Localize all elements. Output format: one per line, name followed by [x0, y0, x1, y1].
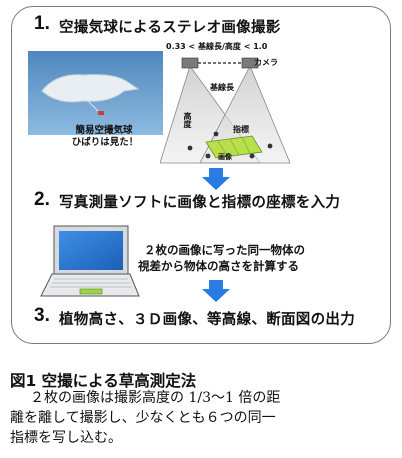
step-2-number: 2.: [34, 189, 50, 210]
step-2-note-1: ２枚の画像に写った同一物体の: [144, 243, 305, 257]
balloon-photo: [28, 51, 163, 135]
camera-label: カメラ: [254, 58, 278, 67]
caption-line-3: 指標を写し込む。: [10, 430, 122, 446]
stereo-camera-diagram: [160, 57, 291, 164]
step-1-text: 空撮気球によるステレオ画像撮影: [59, 20, 281, 36]
marker-label: 指標: [233, 125, 249, 134]
caption-line-2: 離を離して撮影し、少なくとも６つの同一: [10, 410, 276, 426]
right-camera-icon: [241, 57, 259, 69]
right-view-cone: [199, 65, 291, 164]
balloon-caption-2: ひばりは見た！: [71, 137, 139, 148]
balloon-caption-1: 簡易空撮気球: [75, 125, 133, 136]
down-arrow-icon-2: [202, 280, 230, 302]
step-2-note-2: 視差から物体の高さを計算する: [138, 259, 299, 273]
figure-title: 図1 空撮による草高測定法: [10, 372, 197, 390]
left-camera-icon: [181, 57, 199, 69]
step-3-text: 植物高さ、３Ｄ画像、等高線、断面図の出力: [59, 312, 355, 328]
step-3-number: 3.: [34, 305, 50, 326]
camera-rig-icon: [98, 111, 104, 115]
area-label: 画像: [218, 153, 232, 161]
laptop-icon: [40, 225, 140, 297]
caption-line-1: ２枚の画像は撮影高度の 1/3～1 倍の距: [30, 390, 281, 406]
down-arrow-icon: [202, 168, 230, 190]
balloon-icon: [41, 74, 140, 103]
altitude-label: 高度: [183, 112, 192, 128]
field-patch: [205, 135, 263, 159]
ratio-label: 0.33 < 基線長/高度 < 1.0: [166, 42, 268, 51]
step-1-number: 1.: [34, 13, 50, 34]
step-2-text: 写真測量ソフトに画像と指標の座標を入力: [59, 195, 341, 211]
baseline-label: 基線長: [210, 83, 234, 92]
